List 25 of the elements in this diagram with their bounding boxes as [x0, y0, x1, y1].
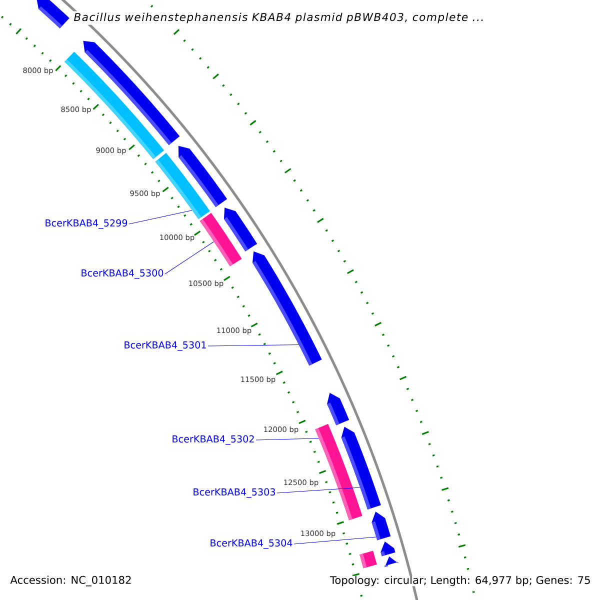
leader-line [294, 536, 376, 544]
gene-feature [384, 556, 398, 568]
gene-feature [360, 550, 377, 568]
title: Bacillus weihenstephanensis KBAB4 plasmid pBWB403, complete ... [72, 11, 486, 25]
gene-label: BcerKBAB4_5299 [46, 219, 128, 229]
gene-label: BcerKBAB4_5302 [172, 435, 254, 445]
gene-feature [178, 146, 228, 208]
gene-feature [380, 541, 396, 556]
gene-label: BcerKBAB4_5304 [210, 539, 292, 549]
gene-feature [327, 392, 350, 426]
accession-text: Accession: NC_010182 [9, 574, 133, 588]
gene-feature [372, 512, 391, 540]
leader-line [128, 210, 192, 224]
gene-feature [36, 0, 70, 28]
leader-line [256, 438, 319, 440]
gene-feature [341, 426, 381, 510]
gene-label: BcerKBAB4_5301 [124, 341, 206, 351]
gene-feature [224, 208, 258, 252]
gene-feature [252, 251, 322, 366]
gene-label: BcerKBAB4_5303 [194, 488, 276, 498]
leader-line [164, 242, 214, 274]
leader-line [276, 487, 360, 494]
leader-line [208, 344, 299, 346]
gene-label: BcerKBAB4_5300 [82, 269, 164, 279]
summary-text: Topology: circular; Length: 64,977 bp; Genes: 75 [330, 576, 591, 586]
